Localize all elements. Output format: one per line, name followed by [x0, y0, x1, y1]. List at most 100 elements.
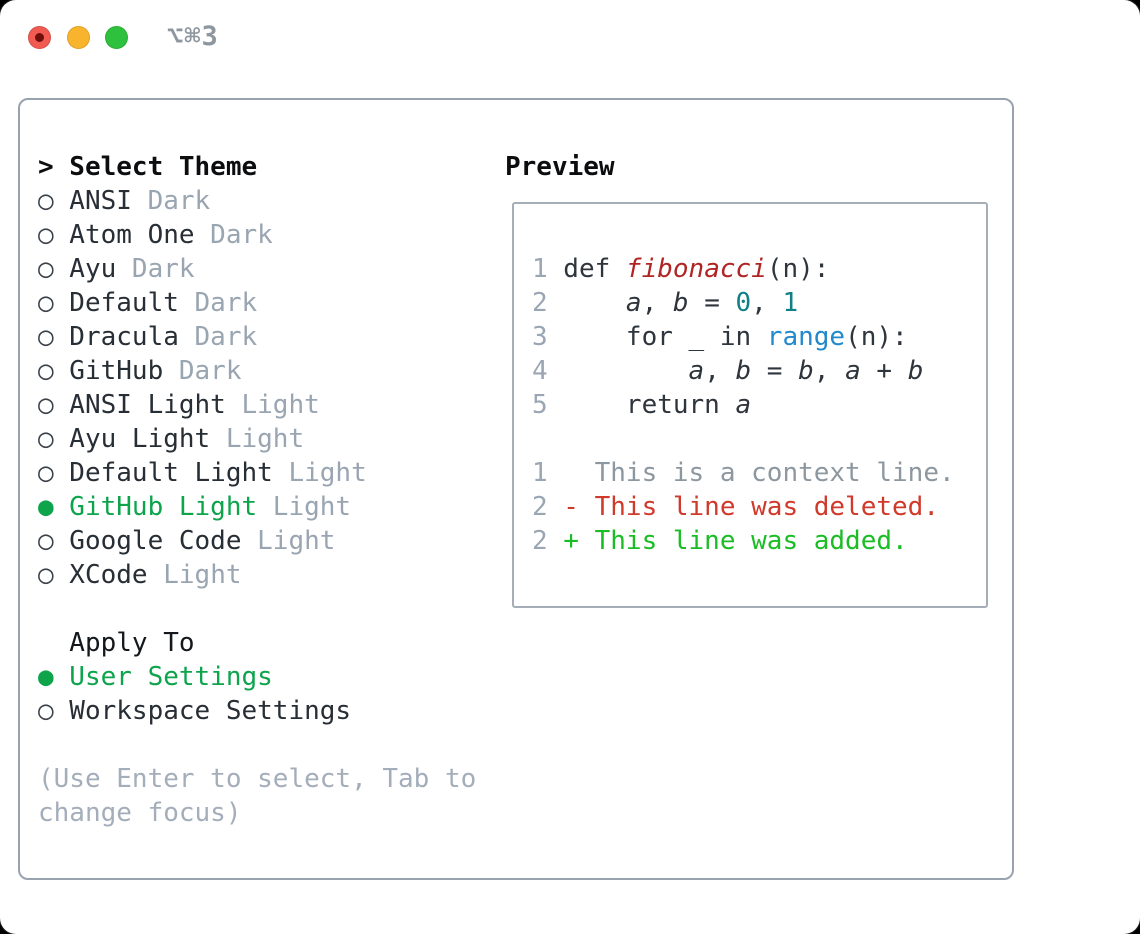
theme-option-ansi[interactable]: ○ ANSI Dark [38, 184, 493, 218]
window-title: ⌥⌘3 [167, 21, 219, 52]
code-token: def [563, 254, 626, 284]
theme-option-ayu[interactable]: ○ Ayu Dark [38, 252, 493, 286]
radio-icon: ○ [38, 288, 54, 318]
apply-to-header: Apply To [38, 626, 493, 660]
code-token: , [751, 288, 783, 318]
line-number: 2 [532, 288, 548, 318]
code-token: b [672, 288, 689, 318]
minimize-button-icon[interactable] [67, 26, 90, 49]
code-token: a [845, 356, 861, 386]
code-line: 5 return a [532, 388, 955, 422]
theme-option-label: GitHub Light [69, 492, 258, 522]
radio-icon: ○ [38, 390, 54, 420]
code-token: a [735, 390, 752, 420]
code-line: 1 This is a context line. [532, 456, 955, 490]
code-token: return [563, 390, 736, 420]
theme-option-label: Dracula [69, 322, 179, 352]
radio-icon: ○ [38, 356, 54, 386]
variant-tag: Light [272, 458, 367, 488]
radio-icon: ○ [38, 186, 54, 216]
line-number: 2 [532, 526, 548, 556]
theme-option-ayu-light[interactable]: ○Ayu Light Light [38, 422, 493, 456]
variant-tag: Light [147, 560, 242, 590]
theme-list-title: Select Theme [69, 152, 258, 182]
code-token: = [688, 288, 736, 318]
theme-option-default[interactable]: ○ Default Dark [38, 286, 493, 320]
theme-option-ansi-light[interactable]: ○ ANSI Light Light [38, 388, 493, 422]
theme-option-github[interactable]: ○GitHub Dark [38, 354, 493, 388]
code-line: 2 a, b = 0, 1 [532, 286, 955, 320]
code-line: 4 a, b = b, a + b [532, 354, 955, 388]
radio-icon: ○ [38, 526, 54, 556]
theme-option-atom-one[interactable]: ○Atom One Dark [38, 218, 493, 252]
variant-tag: Dark [163, 356, 242, 386]
apply-option-label: Workspace Settings [69, 696, 352, 726]
apply-option-label: User Settings [69, 662, 273, 692]
theme-option-label: Default Light [69, 458, 273, 488]
variant-tag: Dark [116, 254, 195, 284]
code-token: - This line was deleted. [563, 492, 939, 522]
theme-option-label: ANSI [69, 186, 132, 216]
radio-icon: ○ [38, 322, 54, 352]
apply-to-list: ● User Settings ○ Workspace Settings [38, 660, 493, 728]
radio-icon: ○ [38, 254, 54, 284]
variant-tag: Dark [178, 322, 258, 352]
variant-tag: Dark [194, 220, 273, 250]
code-token: range [766, 322, 846, 352]
theme-option-label: Google Code [69, 526, 242, 556]
radio-icon: ○ [38, 458, 54, 488]
apply-option-user-settings[interactable]: ● User Settings [38, 660, 493, 694]
variant-tag: Dark [178, 288, 258, 318]
line-number: 4 [532, 356, 548, 386]
code-token: 1 [782, 288, 799, 318]
variant-tag: Dark [131, 186, 211, 216]
theme-option-google-code[interactable]: ○ Google Code Light [38, 524, 493, 558]
left-column: >Select Theme ○ANSI Dark○Atom One Dark○A… [38, 150, 493, 830]
code-token: + [860, 356, 908, 386]
radio-icon: ○ [38, 696, 54, 726]
variant-tag: Light [225, 390, 320, 420]
close-button-icon[interactable] [28, 26, 51, 49]
line-number: 5 [532, 390, 548, 420]
help-text: (Use Enter to select, Tab to change focu… [38, 762, 493, 830]
variant-tag: Light [210, 424, 305, 454]
theme-option-label: Default [69, 288, 179, 318]
theme-option-default-light[interactable]: ○ Default Light Light [38, 456, 493, 490]
main-panel: >Select Theme ○ANSI Dark○Atom One Dark○A… [18, 98, 1014, 880]
radio-icon: ○ [38, 560, 54, 590]
code-token: a [688, 356, 705, 386]
code-line: 2 + This line was added. [532, 524, 955, 558]
zoom-button-icon[interactable] [105, 26, 128, 49]
code-token: (n): [845, 322, 908, 352]
theme-option-label: ANSI Light [69, 390, 226, 420]
theme-option-github-light[interactable]: ● GitHub Light Light [38, 490, 493, 524]
apply-option-workspace-settings[interactable]: ○ Workspace Settings [38, 694, 493, 728]
theme-list-header: > Select Theme [38, 150, 493, 184]
theme-option-dracula[interactable]: ○ Dracula Dark [38, 320, 493, 354]
code-token: This is a context line. [563, 458, 955, 488]
code-token: + This line was added. [563, 526, 908, 556]
variant-tag: Light [241, 526, 336, 556]
code-token: b [735, 356, 752, 386]
theme-option-label: XCode [69, 560, 148, 590]
apply-to-title: Apply To [69, 628, 195, 658]
theme-option-label: Ayu Light [69, 424, 211, 454]
code-token: , [704, 356, 736, 386]
radio-selected-icon: ● [38, 492, 54, 522]
code-line [532, 422, 955, 456]
theme-option-label: Ayu [69, 254, 117, 284]
code-token: , [813, 356, 846, 386]
preview-title: Preview [505, 152, 615, 182]
variant-tag: Light [257, 492, 352, 522]
theme-option-xcode[interactable]: ○ XCode Light [38, 558, 493, 592]
spacer-row [38, 728, 493, 762]
line-number: 3 [532, 322, 548, 352]
code-token: = [751, 356, 799, 386]
theme-list: ○ANSI Dark○Atom One Dark○Ayu Dark○Defaul… [38, 184, 493, 592]
code-line: 2- This line was deleted. [532, 490, 955, 524]
radio-selected-icon: ● [38, 662, 54, 692]
prompt-icon: > [38, 152, 54, 182]
